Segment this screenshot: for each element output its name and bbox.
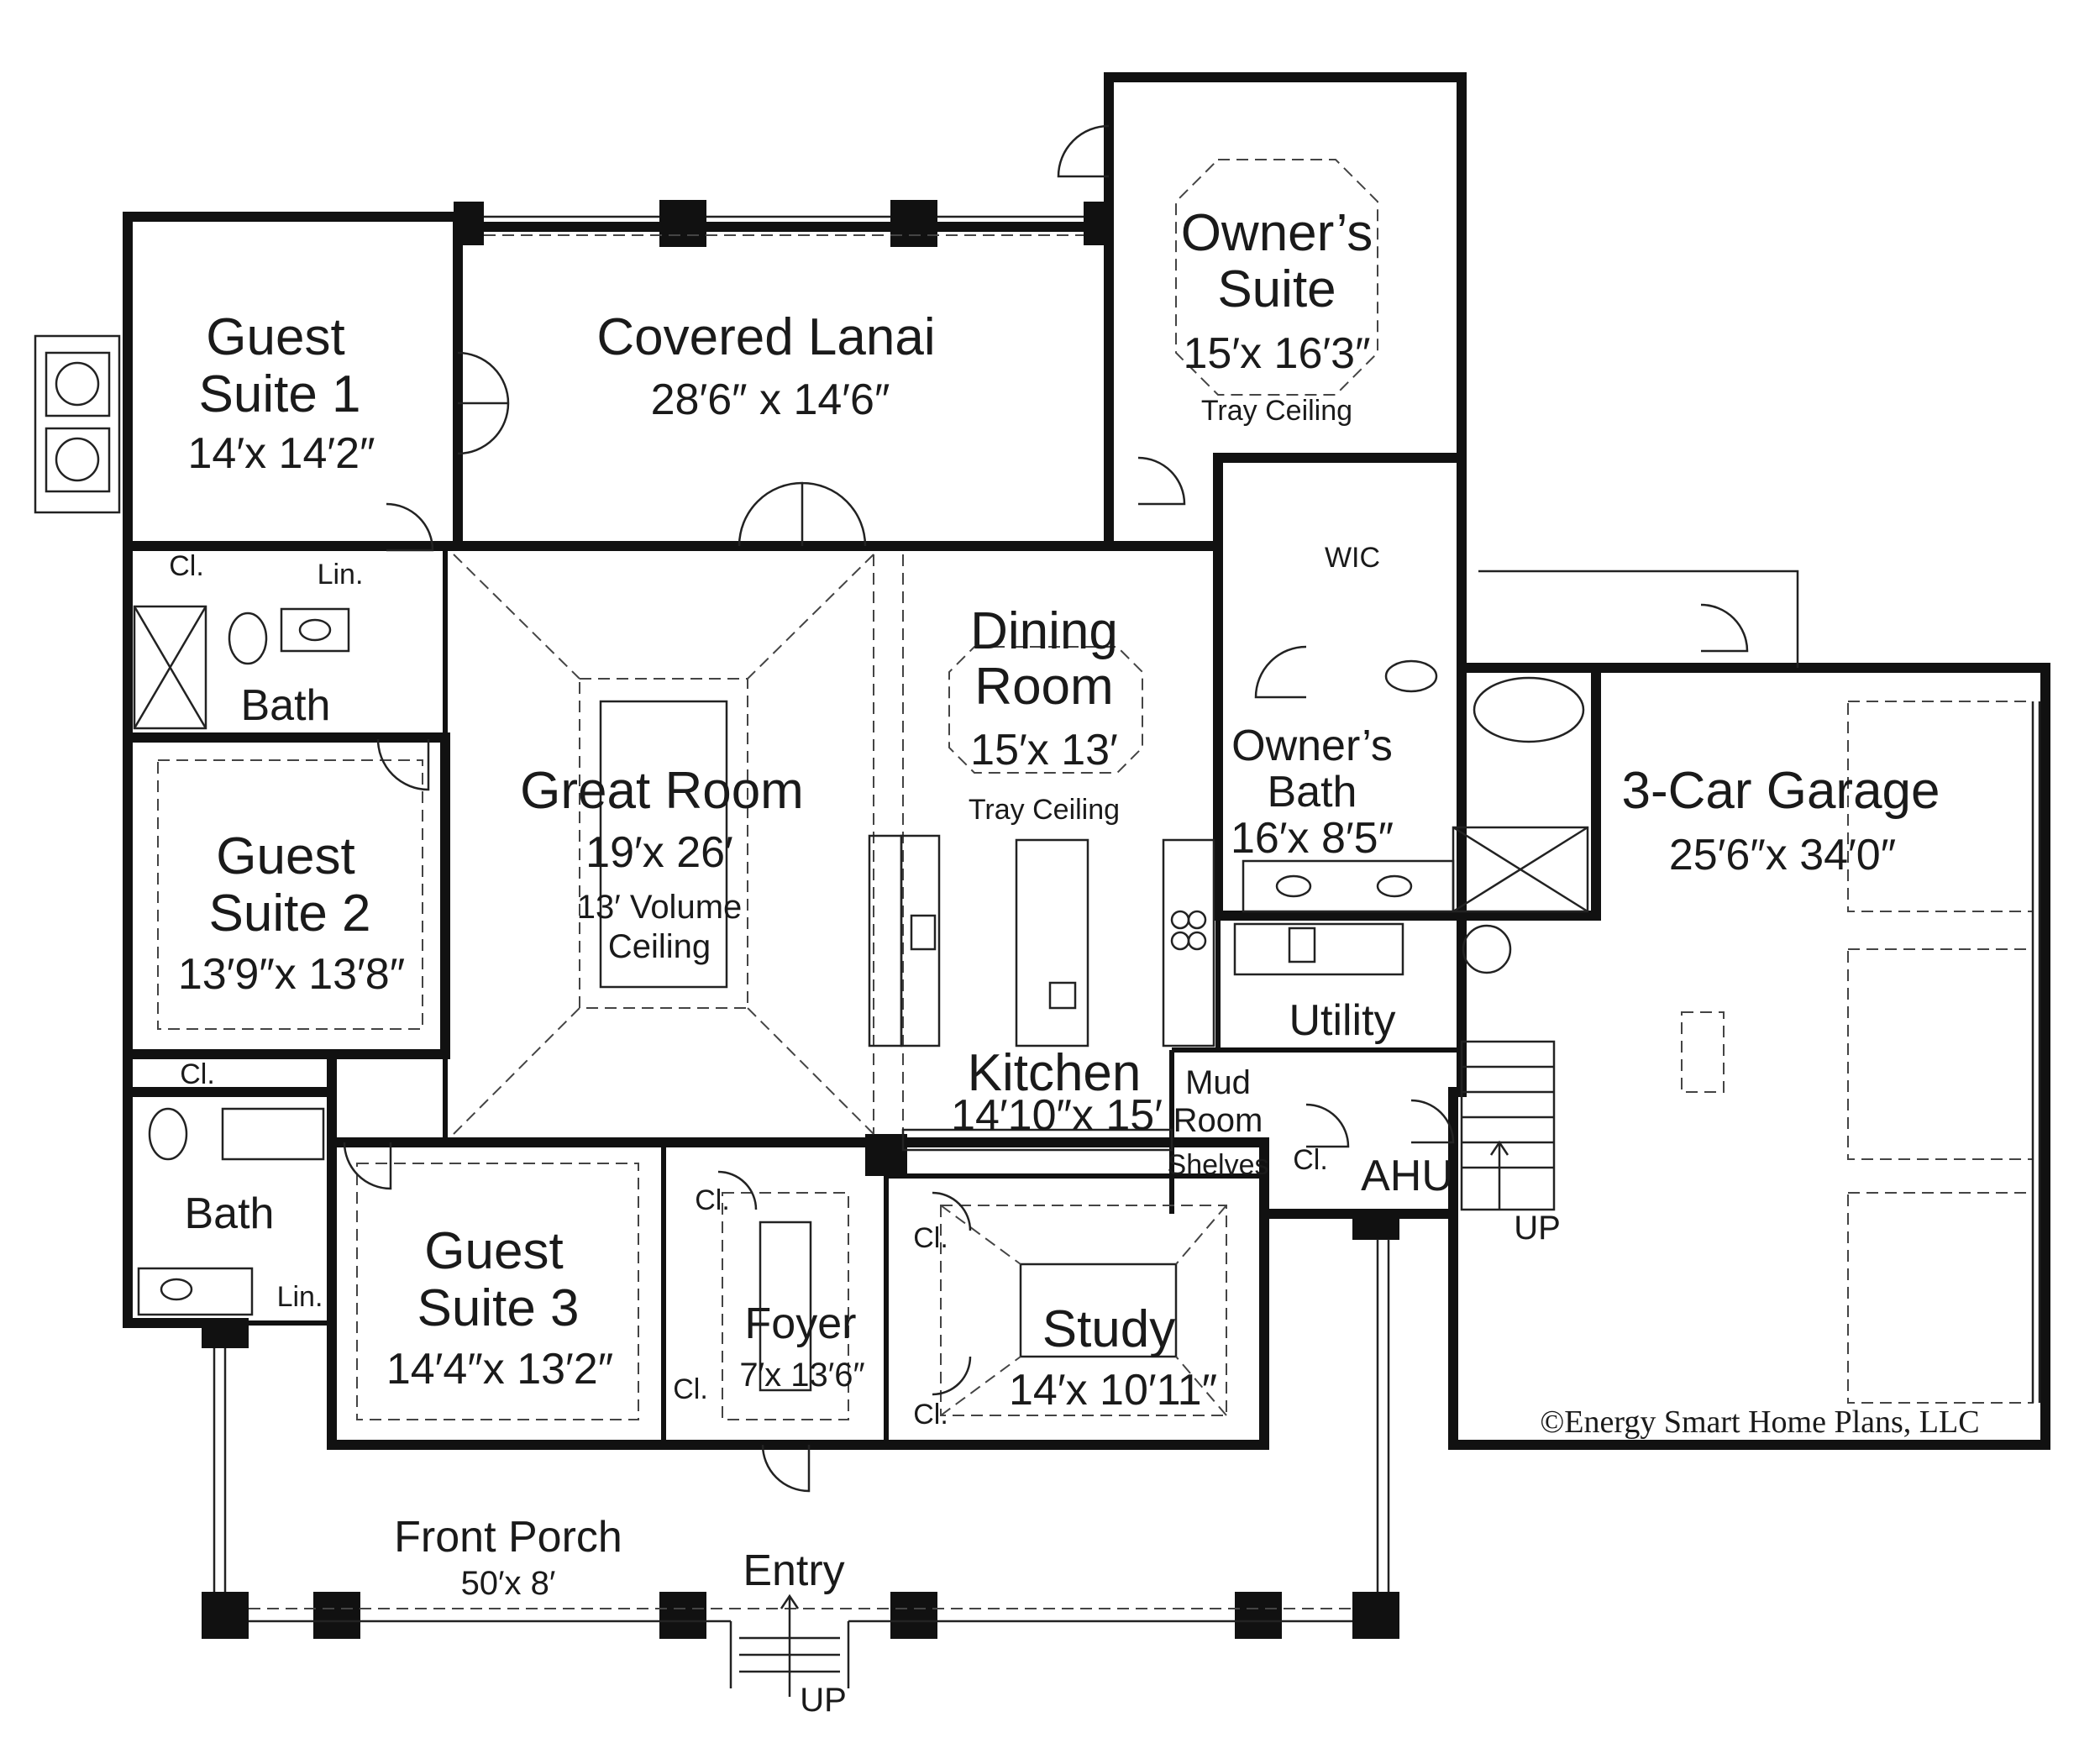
bath-1-label: Bath — [241, 681, 331, 730]
great-room-dims: 19′x 26′ — [585, 828, 733, 877]
guest-suite-3-label-line2: Suite 3 — [417, 1279, 579, 1337]
lanai-rail — [484, 215, 1084, 236]
front-porch-dims: 50′x 8′ — [461, 1565, 556, 1602]
mud-room-label-line2: Room — [1173, 1102, 1263, 1139]
study-label: Study — [1042, 1300, 1176, 1358]
guest-suite-2-label-line1: Guest — [216, 827, 354, 885]
study-dims: 14′x 10′11″ — [1009, 1366, 1217, 1415]
mud-room-label-line1: Mud — [1185, 1064, 1251, 1101]
guest-suite-2-dims: 13′9″x 13′8″ — [178, 950, 405, 999]
owners-bath-label-line1: Owner’s — [1231, 722, 1393, 770]
dining-room-dims: 15′x 13′ — [970, 726, 1118, 774]
room-labels: Guest Suite 1 14′x 14′2″ Covered Lanai 2… — [169, 204, 1979, 1719]
closet-study-2-label: Cl. — [913, 1399, 948, 1431]
foyer-dims: 7′x 13′6″ — [739, 1357, 864, 1394]
linen-1-label: Lin. — [318, 559, 364, 591]
owners-suite-dims: 15′x 16′3″ — [1184, 329, 1371, 378]
owners-suite-label-line1: Owner’s — [1181, 204, 1373, 262]
linen-2-label: Lin. — [277, 1281, 323, 1313]
covered-lanai-label: Covered Lanai — [596, 308, 935, 366]
closet-mud-label: Cl. — [1293, 1144, 1328, 1176]
great-room-label: Great Room — [520, 762, 804, 820]
guest-suite-1-label-line1: Guest — [206, 308, 344, 366]
covered-lanai-dims: 28′6″ x 14′6″ — [651, 375, 890, 424]
front-porch-label: Front Porch — [394, 1513, 622, 1562]
owners-suite-note: Tray Ceiling — [1201, 395, 1352, 427]
copyright-text: ©Energy Smart Home Plans, LLC — [1540, 1404, 1979, 1440]
garage-label: 3-Car Garage — [1621, 762, 1940, 820]
kitchen-dims: 14′10″x 15′ — [951, 1091, 1163, 1140]
entry-label: Entry — [743, 1546, 844, 1595]
guest-suite-2-label-line2: Suite 2 — [208, 885, 370, 942]
kitchen-label: Kitchen — [968, 1044, 1142, 1102]
wic-label: WIC — [1325, 542, 1380, 574]
closet-foyer-label: Cl. — [695, 1184, 730, 1216]
kitchen-fixtures — [868, 834, 1404, 1152]
foyer-label: Foyer — [745, 1299, 857, 1348]
dining-room-note: Tray Ceiling — [969, 794, 1120, 826]
mud-room-note: Shelves — [1168, 1149, 1269, 1181]
walls — [123, 72, 2050, 1450]
bath-fixtures — [133, 605, 1589, 1316]
owners-suite-label-line2: Suite — [1217, 260, 1336, 318]
guest-suite-1-dims: 14′x 14′2″ — [188, 429, 375, 478]
posts — [202, 200, 1399, 1639]
closet-gs3-label: Cl. — [673, 1373, 708, 1405]
utility-label: Utility — [1289, 996, 1395, 1045]
doors — [343, 124, 1749, 1493]
closet-gs2-label: Cl. — [180, 1058, 215, 1090]
guest-suite-3-label-line1: Guest — [424, 1222, 563, 1280]
great-room-note1: 13′ Volume — [577, 889, 743, 926]
closet-gs1-label: Cl. — [169, 550, 204, 582]
closet-study-1-label: Cl. — [913, 1222, 948, 1254]
porch-stair-up-label: UP — [800, 1682, 847, 1719]
ac-units — [34, 334, 121, 514]
dining-room-label-line1: Dining — [970, 602, 1118, 660]
great-room-note2: Ceiling — [608, 928, 711, 965]
garage-dims: 25′6″x 34′0″ — [1669, 831, 1896, 879]
ahu-label: AHU — [1361, 1152, 1453, 1200]
bath-2-label: Bath — [185, 1189, 275, 1238]
guest-suite-1-label-line2: Suite 1 — [198, 365, 360, 423]
garage-stair — [1460, 1040, 1556, 1211]
owners-bath-label-line2: Bath — [1268, 768, 1357, 816]
porch-rail — [213, 1239, 1390, 1697]
garage-stair-up-label: UP — [1514, 1210, 1561, 1247]
ceiling-lines — [157, 159, 2041, 1420]
dining-room-label-line2: Room — [974, 658, 1113, 716]
owners-bath-dims: 16′x 8′5″ — [1231, 814, 1394, 863]
guest-suite-3-dims: 14′4″x 13′2″ — [386, 1345, 613, 1394]
